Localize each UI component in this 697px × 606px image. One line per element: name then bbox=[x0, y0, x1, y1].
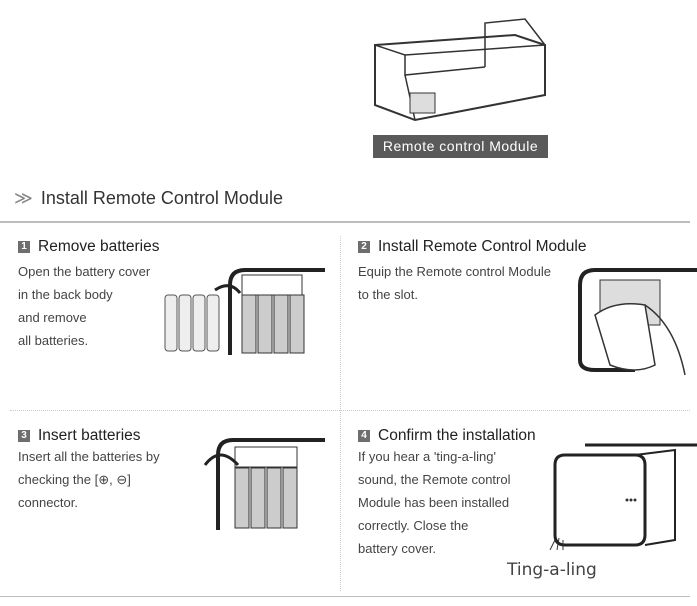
double-chevron-icon: ≫ bbox=[14, 188, 33, 208]
step-line: to the slot. bbox=[358, 287, 418, 302]
step-3: 3 Insert batteries Insert all the batteri… bbox=[18, 427, 160, 514]
step-line: connector. bbox=[18, 495, 78, 510]
remote-module-illustration bbox=[374, 18, 546, 122]
step-title: Confirm the installation bbox=[378, 427, 536, 444]
section-heading: ≫ Install Remote Control Module bbox=[14, 188, 283, 209]
step-number: 3 bbox=[18, 430, 30, 442]
step-line: in the back body bbox=[18, 287, 113, 302]
insert-batteries-illustration bbox=[203, 438, 325, 530]
module-label: Remote control Module bbox=[373, 135, 548, 158]
step-title: Install Remote Control Module bbox=[378, 238, 587, 255]
step-line: checking the [⊕, ⊖] bbox=[18, 472, 131, 487]
step-line: If you hear a 'ting-a-ling' bbox=[358, 449, 496, 464]
step-line: sound, the Remote control bbox=[358, 472, 511, 487]
closed-cover-illustration bbox=[549, 443, 697, 550]
row-divider bbox=[10, 410, 690, 411]
step-line: Equip the Remote control Module bbox=[358, 264, 551, 279]
step-number: 2 bbox=[358, 241, 370, 253]
sound-label: Ting-a-ling bbox=[507, 560, 597, 580]
step-line: all batteries. bbox=[18, 333, 89, 348]
step-4: 4 Confirm the installation If you hear a … bbox=[358, 427, 536, 560]
step-line: Insert all the batteries by bbox=[18, 449, 160, 464]
section-divider bbox=[0, 221, 690, 223]
step-1: 1 Remove batteries Open the battery cover… bbox=[18, 238, 159, 352]
step-number: 4 bbox=[358, 430, 370, 442]
step-line: and remove bbox=[18, 310, 87, 325]
step-2: 2 Install Remote Control Module Equip the… bbox=[358, 238, 587, 306]
section-title: Install Remote Control Module bbox=[40, 188, 283, 208]
step-number: 1 bbox=[18, 241, 30, 253]
step-line: Module has been installed bbox=[358, 495, 510, 510]
step-title: Insert batteries bbox=[38, 427, 141, 444]
remove-batteries-illustration bbox=[164, 268, 325, 355]
column-divider bbox=[340, 236, 341, 591]
install-module-illustration bbox=[578, 268, 697, 376]
step-title: Remove batteries bbox=[38, 238, 160, 255]
bottom-divider bbox=[0, 596, 690, 597]
step-line: Open the battery cover bbox=[18, 264, 151, 279]
step-line: correctly. Close the bbox=[358, 518, 469, 533]
step-line: battery cover. bbox=[358, 541, 437, 556]
